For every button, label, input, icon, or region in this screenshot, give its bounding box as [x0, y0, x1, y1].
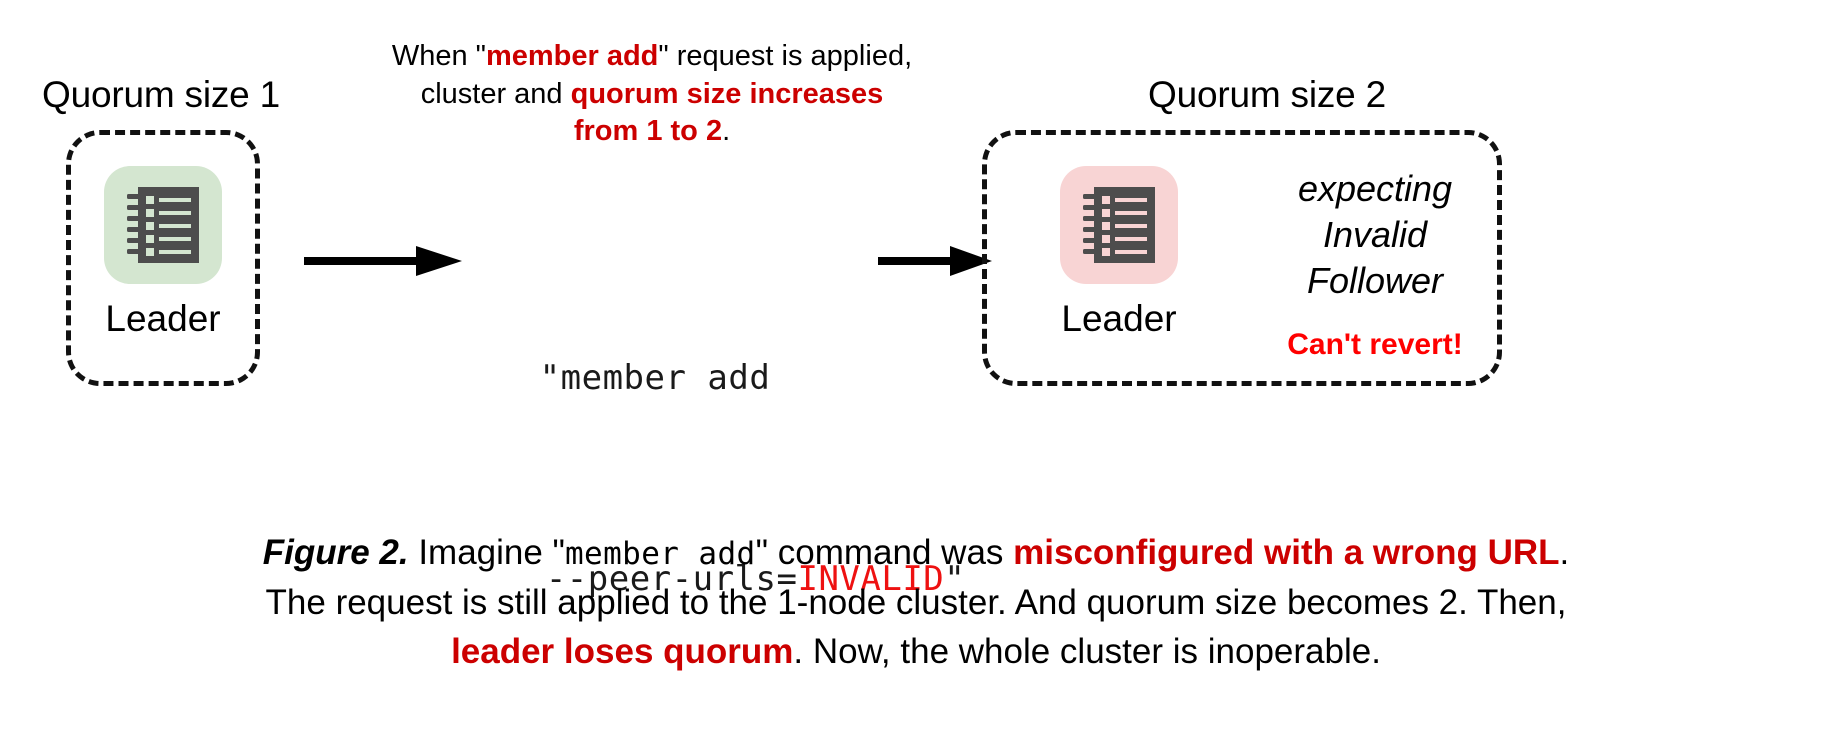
top-note-l3b: .: [722, 115, 731, 148]
right-node: Leader: [1022, 166, 1216, 337]
caption-l1a: Imagine ": [408, 533, 565, 572]
left-cluster-title: Quorum size 1: [42, 74, 280, 115]
caption-l1c: .: [1559, 533, 1570, 572]
status-line-3: Follower: [1306, 260, 1444, 302]
arrow-2: [878, 244, 994, 278]
top-note-l1-emphasis: member add: [485, 40, 659, 72]
arrow-right-icon: [878, 246, 992, 276]
cant-revert-warning: Can't revert!: [1287, 328, 1463, 361]
command-line-2: --peer-urls=INVALID": [420, 504, 965, 655]
command-text: "member add --peer-urls=INVALID": [420, 252, 965, 755]
right-status-text: expecting Invalid Follower: [1250, 166, 1500, 304]
caption-l3-emphasis: leader loses quorum: [451, 632, 794, 672]
caption-line-1: Figure 2. Imagine "member add" command w…: [0, 528, 1832, 578]
top-note: When "member add" request is applied, cl…: [352, 38, 952, 151]
top-note-l1b: " request is applied,: [658, 40, 913, 72]
left-node-label: Leader: [105, 298, 221, 339]
command-close-quote: ": [944, 558, 966, 599]
left-node: Leader: [66, 166, 260, 337]
caption-l1-emphasis: misconfigured with a wrong URL: [1013, 533, 1560, 572]
caption-line-3: leader loses quorum. Now, the whole clus…: [0, 627, 1832, 677]
caption-l3b: . Now, the whole cluster is inoperable.: [793, 632, 1381, 672]
arrow-1: [304, 244, 464, 278]
caption-line-2: The request is still applied to the 1-no…: [265, 582, 1567, 622]
figure-caption: Figure 2. Imagine "member add" command w…: [0, 528, 1832, 677]
command-invalid-value: INVALID: [797, 558, 945, 599]
left-cluster-box: [66, 130, 260, 386]
caption-l1b: " command was: [755, 533, 1014, 572]
right-cluster-box: [982, 130, 1502, 386]
right-node-label: Leader: [1061, 298, 1177, 339]
top-note-l2a: cluster and: [420, 77, 571, 110]
status-line-2: Invalid: [1322, 214, 1428, 256]
command-line-1: "member add: [539, 357, 771, 398]
server-node-icon: [127, 187, 199, 263]
right-cluster-title: Quorum size 2: [1148, 74, 1386, 115]
top-note-l3-emphasis: from 1 to 2: [573, 115, 723, 148]
top-note-l2-emphasis: quorum size increases: [570, 77, 884, 110]
figure-canvas: Quorum size 1: [0, 38, 1832, 677]
server-node-icon: [1083, 187, 1155, 263]
left-node-tile: [104, 166, 222, 292]
command-flag: --peer-urls=: [545, 558, 798, 599]
status-line-1: expecting: [1297, 168, 1453, 209]
right-node-tile: [1060, 166, 1178, 292]
caption-figure-number: Figure 2.: [262, 533, 409, 572]
arrow-right-icon: [304, 246, 462, 276]
top-note-l1a: When ": [391, 40, 486, 72]
caption-command-mono: member add: [564, 536, 756, 572]
